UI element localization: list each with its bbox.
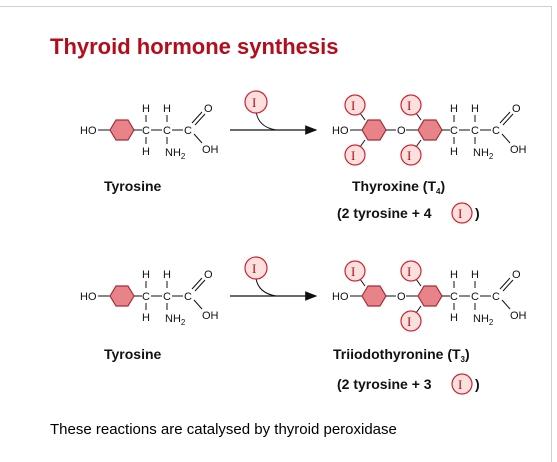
hydroxyl-label: HO bbox=[332, 125, 349, 137]
carboxyl-hydroxyl: OH bbox=[202, 310, 219, 322]
svg-text:I: I bbox=[458, 206, 462, 221]
outer-ring bbox=[361, 285, 387, 307]
carbon-beta: C bbox=[142, 125, 150, 137]
reaction-t4: HO C C C H H H NH2 O OH Tyrosine bbox=[80, 90, 527, 224]
hydrogen-top-2: H bbox=[471, 269, 479, 281]
iodine-icon: I bbox=[400, 260, 422, 282]
carbon-carboxyl: C bbox=[492, 291, 500, 303]
carbonyl-oxygen: O bbox=[204, 269, 213, 281]
svg-text:I: I bbox=[252, 95, 256, 110]
carbonyl-oxygen: O bbox=[204, 103, 213, 115]
svg-text:I: I bbox=[407, 148, 411, 163]
thyroxine-structure: HO O C C C H H H NH2 O OH bbox=[332, 94, 527, 166]
hydrogen-bottom: H bbox=[450, 312, 458, 324]
hydrogen-top-1: H bbox=[450, 103, 458, 115]
page-title: Thyroid hormone synthesis bbox=[50, 34, 339, 59]
carbon-alpha: C bbox=[471, 291, 479, 303]
reactant-label: Tyrosine bbox=[104, 178, 162, 194]
hydrogen-top-2: H bbox=[471, 103, 479, 115]
phenol-ring bbox=[109, 119, 135, 141]
phenol-ring bbox=[109, 285, 135, 307]
amine-group: NH2 bbox=[473, 147, 494, 161]
outer-ring bbox=[361, 119, 387, 141]
iodine-icon: I bbox=[451, 202, 473, 224]
carbon-carboxyl: C bbox=[492, 125, 500, 137]
svg-text:I: I bbox=[407, 314, 411, 329]
svg-text:I: I bbox=[407, 264, 411, 279]
iodine-reagent-icon: I bbox=[244, 256, 268, 280]
iodine-icon: I bbox=[451, 373, 473, 395]
svg-text:I: I bbox=[252, 261, 256, 276]
reaction-t3: HO C C C H H H NH2 O OH Tyrosine bbox=[80, 256, 527, 395]
hydrogen-top-1: H bbox=[450, 269, 458, 281]
carbon-alpha: C bbox=[163, 125, 171, 137]
svg-text:I: I bbox=[351, 98, 355, 113]
hydrogen-bottom: H bbox=[142, 146, 150, 158]
product-note-close: ) bbox=[475, 376, 480, 392]
iodine-icon: I bbox=[344, 144, 366, 166]
product-note-close: ) bbox=[475, 205, 480, 221]
hydroxyl-label: HO bbox=[332, 291, 349, 303]
tyrosine-structure: HO C C C H H H NH2 O OH bbox=[80, 103, 219, 161]
hydroxyl-label: HO bbox=[80, 125, 97, 137]
hydrogen-top-1: H bbox=[142, 103, 150, 115]
carbon-beta: C bbox=[450, 125, 458, 137]
carbon-alpha: C bbox=[471, 125, 479, 137]
svg-text:I: I bbox=[351, 264, 355, 279]
carboxyl-hydroxyl: OH bbox=[510, 310, 527, 322]
svg-text:I: I bbox=[407, 98, 411, 113]
iodine-icon: I bbox=[400, 94, 422, 116]
hydrogen-bottom: H bbox=[450, 146, 458, 158]
carbon-beta: C bbox=[450, 291, 458, 303]
triiodothyronine-structure: HO O C C C H H H NH2 O OH bbox=[332, 260, 527, 332]
iodine-icon: I bbox=[400, 144, 422, 166]
carbonyl-oxygen: O bbox=[512, 103, 521, 115]
panel-border bbox=[0, 6, 552, 462]
carbonyl-oxygen: O bbox=[512, 269, 521, 281]
amine-group: NH2 bbox=[473, 313, 494, 327]
svg-text:I: I bbox=[351, 148, 355, 163]
ether-oxygen: O bbox=[397, 291, 406, 303]
amine-group: NH2 bbox=[165, 313, 186, 327]
iodine-reagent-icon: I bbox=[244, 90, 268, 114]
product-note: (2 tyrosine + 3 bbox=[337, 376, 432, 392]
hydrogen-top-2: H bbox=[163, 103, 171, 115]
product-label: Triiodothyronine (T3) bbox=[333, 346, 470, 364]
carbon-beta: C bbox=[142, 291, 150, 303]
iodine-icon: I bbox=[400, 310, 422, 332]
product-note: (2 tyrosine + 4 bbox=[337, 205, 432, 221]
iodine-icon: I bbox=[344, 94, 366, 116]
carbon-carboxyl: C bbox=[184, 291, 192, 303]
amine-group: NH2 bbox=[165, 147, 186, 161]
carboxyl-hydroxyl: OH bbox=[202, 144, 219, 156]
hydrogen-top-2: H bbox=[163, 269, 171, 281]
iodine-icon: I bbox=[344, 260, 366, 282]
footnote: These reactions are catalysed by thyroid… bbox=[50, 421, 397, 438]
reactant-label: Tyrosine bbox=[104, 346, 162, 362]
carboxyl-hydroxyl: OH bbox=[510, 144, 527, 156]
svg-text:I: I bbox=[458, 377, 462, 392]
tyrosine-structure: HO C C C H H H NH2 O OH bbox=[80, 269, 219, 327]
reaction-arrow: I bbox=[230, 256, 318, 301]
hydrogen-bottom: H bbox=[142, 312, 150, 324]
ether-oxygen: O bbox=[397, 125, 406, 137]
reaction-arrow: I bbox=[230, 90, 318, 135]
inner-ring bbox=[417, 119, 443, 141]
product-label: Thyroxine (T4) bbox=[352, 178, 445, 196]
carbon-carboxyl: C bbox=[184, 125, 192, 137]
hydroxyl-label: HO bbox=[80, 291, 97, 303]
inner-ring bbox=[417, 285, 443, 307]
carbon-alpha: C bbox=[163, 291, 171, 303]
hydrogen-top-1: H bbox=[142, 269, 150, 281]
